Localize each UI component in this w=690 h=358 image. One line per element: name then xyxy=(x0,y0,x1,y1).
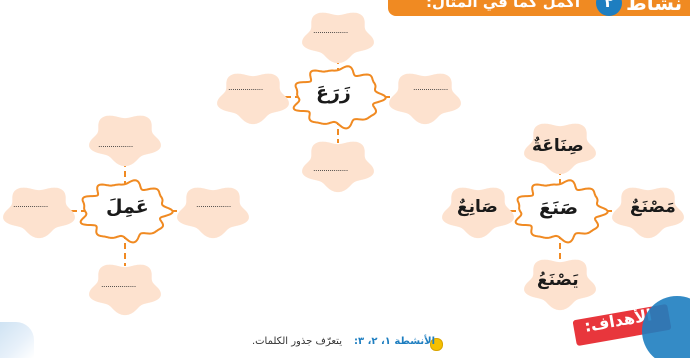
cluster-plant-right-blank[interactable]: ................. xyxy=(413,83,448,92)
cluster-plant-center-shape xyxy=(292,65,387,130)
cluster-make-center-shape xyxy=(514,179,609,244)
cluster-plant-cloud-right xyxy=(389,73,461,125)
cluster-make-cloud-top xyxy=(524,123,596,175)
cluster-plant-left-blank[interactable]: ................. xyxy=(228,83,263,92)
activity-number-badge: ٢ xyxy=(596,0,622,16)
cluster-make-bottom-word: يَصْنَعُ xyxy=(537,270,579,290)
cluster-work-cloud-left xyxy=(3,187,75,239)
cluster-make-top-word: صِنَاعَةٌ xyxy=(532,136,584,156)
cluster-plant-top-blank[interactable]: ................. xyxy=(313,26,348,35)
cluster-work-center-shape xyxy=(79,179,174,244)
activity-badge-text: نشاط xyxy=(626,0,683,15)
objectives-bullet-icon xyxy=(430,338,443,351)
cluster-work-cloud-top xyxy=(89,115,161,167)
cluster-make-cloud-right xyxy=(612,187,684,239)
instruction-text: أكمل كما في المثال: xyxy=(426,0,580,11)
cluster-work-top-blank[interactable]: ................. xyxy=(98,140,133,149)
objectives-item-text: يتعرّف جذور الكلمات. xyxy=(251,336,342,347)
cluster-make-right-word: مَصْنَعٌ xyxy=(630,197,676,217)
cluster-plant-center-word: زَرَعَ xyxy=(316,82,351,104)
cluster-work-left-blank[interactable]: ................. xyxy=(13,200,48,209)
cluster-make-cloud-left xyxy=(442,187,514,239)
cluster-plant-cloud-left xyxy=(217,73,289,125)
character-illustration-fragment xyxy=(0,322,34,358)
objectives-item-label: الأنشطة ١، ٢، ٣: xyxy=(354,336,435,347)
cluster-plant-cloud-top xyxy=(302,12,374,64)
cluster-plant-cloud-bottom xyxy=(302,141,374,193)
cluster-work-bottom-blank[interactable]: ................. xyxy=(101,280,136,289)
cluster-work-cloud-bottom xyxy=(89,264,161,316)
cluster-work-cloud-right xyxy=(177,187,249,239)
cluster-plant-bottom-blank[interactable]: ................. xyxy=(313,164,348,173)
cluster-make-left-word: صَانِعٌ xyxy=(457,197,498,217)
cluster-make-center-word: صَنَعَ xyxy=(539,197,579,219)
cluster-work-right-blank[interactable]: ................. xyxy=(196,200,231,209)
cluster-work-center-word: عَمِلَ xyxy=(106,196,149,218)
activity-number: ٢ xyxy=(604,0,614,11)
cluster-make-cloud-bottom xyxy=(524,259,596,311)
